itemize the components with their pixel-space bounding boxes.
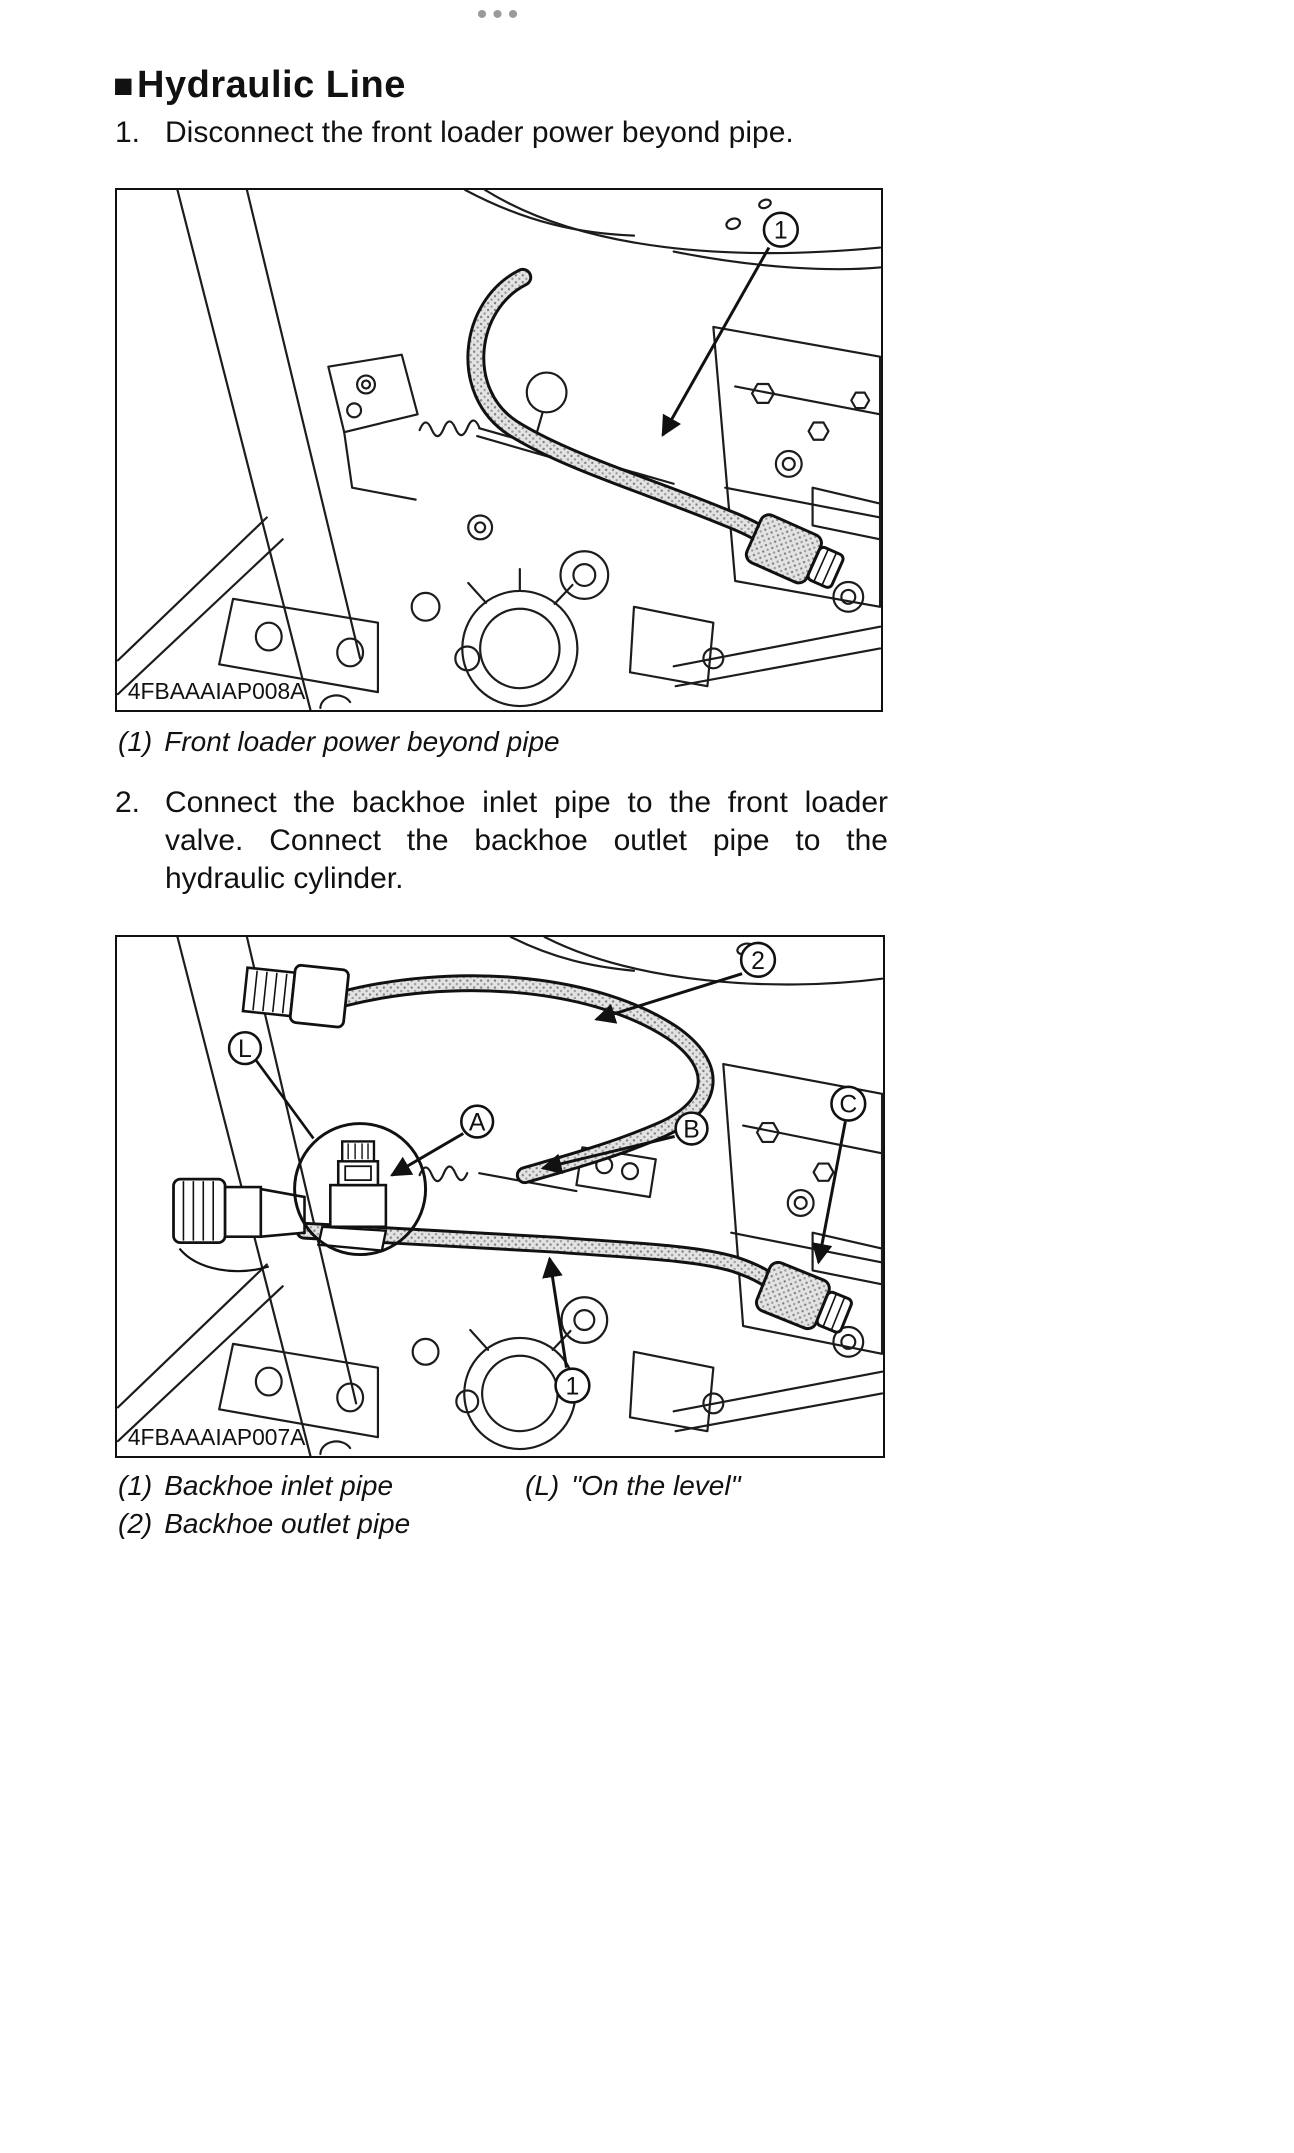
backhoe-inlet-pipe <box>241 963 715 1185</box>
section-title-text: Hydraulic Line <box>137 64 406 106</box>
step-2: 2. Connect the backhoe inlet pipe to the… <box>115 784 888 898</box>
callout-L-label: L <box>238 1036 252 1063</box>
callout-1-arrow <box>661 246 771 437</box>
caption-key: (L) <box>525 1470 560 1501</box>
callout-2-badge <box>739 941 777 978</box>
figure-power-beyond-pipe: 1 4FBAAAIAP008A <box>115 188 883 712</box>
more-menu-icon[interactable]: ••• <box>476 0 524 31</box>
callout-A-badge <box>460 1104 495 1139</box>
machinery-line-art <box>117 190 881 710</box>
section-heading: ■Hydraulic Line <box>113 62 406 109</box>
figure-1-code: 4FBAAAIAP008A <box>128 678 306 704</box>
hydraulic-diagram-2: 2 L A B C 1 4FBAAAIAP007A <box>117 937 883 1456</box>
callout-1-label: 1 <box>774 218 788 245</box>
callout-A-arrow <box>390 1132 465 1177</box>
step-1-text: Disconnect the front loader power beyond… <box>165 116 794 149</box>
callout-L-line <box>254 1059 315 1140</box>
caption-key: (1) <box>118 726 153 757</box>
caption-item-1: (1) Backhoe inlet pipe <box>118 1468 888 1504</box>
step-1-number: 1. <box>115 116 141 149</box>
callout-2-arrow <box>594 972 743 1024</box>
caption-text: Front loader power beyond pipe <box>164 726 560 757</box>
outlet-pipe-end-fitting <box>754 1260 853 1334</box>
figure-backhoe-pipes: 2 L A B C 1 4FBAAAIAP007A <box>115 935 885 1458</box>
caption-text: Backhoe inlet pipe <box>164 1470 394 1501</box>
callout-A-label: A <box>469 1110 486 1137</box>
pipe-end-fitting <box>744 513 845 589</box>
callout-C-arrow <box>811 1121 847 1265</box>
callout-L-badge <box>227 1030 263 1066</box>
figure-2-captions: (1) Backhoe inlet pipe (2) Backhoe outlet … <box>118 1468 888 1544</box>
caption-text: Backhoe outlet pipe <box>164 1508 411 1539</box>
caption-item-L: (L) "On the level" <box>525 1468 741 1504</box>
figure-1-caption: (1) Front loader power beyond pipe <box>118 724 560 760</box>
detail-circle <box>293 1122 428 1257</box>
caption-key: (2) <box>118 1508 153 1539</box>
step-1: 1. Disconnect the front loader power bey… <box>115 114 888 152</box>
callout-B-badge <box>674 1111 709 1146</box>
quick-coupler <box>172 1177 306 1273</box>
backhoe-outlet-pipe <box>295 1221 853 1334</box>
power-beyond-pipe <box>466 267 845 589</box>
callout-1-arrow <box>542 1256 568 1368</box>
step-2-text: Connect the backhoe inlet pipe to the fr… <box>165 786 888 895</box>
caption-text: "On the level" <box>571 1470 741 1501</box>
level-detail <box>293 1122 428 1257</box>
callout-B-arrow <box>540 1135 676 1174</box>
figure-2-code: 4FBAAAIAP007A <box>128 1424 306 1450</box>
callout-1-badge <box>762 211 799 248</box>
machinery-line-art <box>117 937 883 1456</box>
section-marker-icon: ■ <box>113 67 135 105</box>
callout-C-badge <box>830 1085 867 1122</box>
callout-2-label: 2 <box>751 948 765 975</box>
callout-C-label: C <box>839 1092 857 1119</box>
callout-1-badge <box>554 1367 591 1404</box>
caption-item-2: (2) Backhoe outlet pipe <box>118 1506 888 1542</box>
callout-B-label: B <box>683 1116 700 1143</box>
callout-1-label: 1 <box>566 1373 580 1400</box>
caption-key: (1) <box>118 1470 153 1501</box>
inlet-pipe-fitting <box>241 963 350 1029</box>
step-2-number: 2. <box>115 786 141 819</box>
hydraulic-diagram-1: 1 4FBAAAIAP008A <box>117 190 881 710</box>
